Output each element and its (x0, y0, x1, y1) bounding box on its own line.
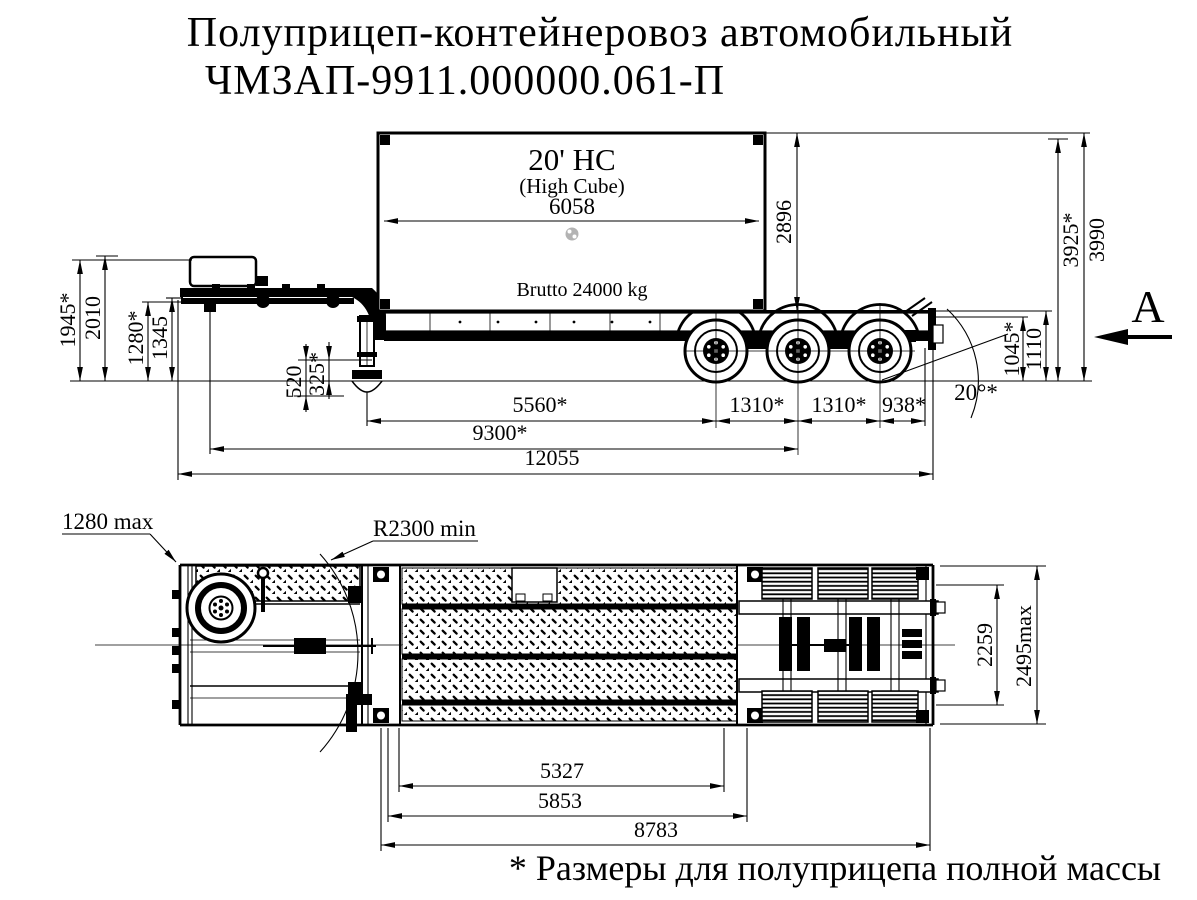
dim-kingpin-bogie-label: 9300* (473, 420, 528, 445)
container-emblem-icon (565, 227, 579, 241)
top-outline (172, 563, 935, 727)
dim-rear-height-label: 1110 (1021, 328, 1046, 370)
dim-saddle-height: 1280* 1345 (123, 297, 182, 381)
dim-overall-height: 3925* 3990 (765, 132, 1109, 381)
dim-container-height: 2896 (767, 133, 814, 312)
view-a-arrow-icon (1094, 329, 1128, 345)
dim-kingpin-bogie: 9300* (209, 312, 798, 454)
title-block: Полуприцеп-контейнеровоз автомобильный Ч… (187, 10, 1013, 104)
dim-deck-1-label: 5327 (540, 758, 584, 783)
neck-curve (310, 288, 386, 340)
dim-rear-height-laden-label: 1045* (999, 322, 1024, 377)
rear-post (928, 308, 936, 350)
container-subtype-label: (High Cube) (519, 174, 625, 198)
landing-gear (351, 315, 383, 393)
side-view: 20' HC (High Cube) 6058 Brutto 24000 kg … (55, 131, 1172, 480)
front-swing-label: 1280 max (62, 509, 154, 534)
gooseneck (180, 255, 386, 340)
top-gooseneck (185, 565, 376, 732)
landing-gear-crank (256, 566, 376, 654)
suspension-top (779, 617, 880, 671)
dim-rear-height: 1045* 1110 (933, 310, 1052, 381)
spare-wheel (185, 572, 257, 644)
dim-axle-spacing-1-label: 1310* (730, 392, 785, 417)
departure-angle-label: 20°* (954, 380, 998, 405)
landing-gear-top (346, 694, 372, 705)
dim-overall-height-label: 3990 (1084, 218, 1109, 262)
dim-overall-length-label: 12055 (525, 445, 580, 470)
container-type-label: 20' HC (528, 142, 615, 177)
dim-overall-width-label: 2495max (1011, 605, 1036, 687)
top-main-deck (373, 565, 763, 725)
dim-deck-3-label: 8783 (634, 817, 678, 842)
dim-front-height: 1945* 2010 (55, 255, 192, 381)
dim-frame-width-label: 2259 (972, 623, 997, 667)
dim-rear-overhang-label: 938* (882, 392, 926, 417)
coupling-plate (182, 298, 354, 304)
dim-overall-length: 12055 (177, 300, 934, 480)
departure-angle: 20°* (881, 308, 1009, 419)
tires-top (761, 567, 919, 723)
container: 20' HC (High Cube) 6058 Brutto 24000 kg (376, 131, 767, 313)
view-a-label: A (1131, 281, 1164, 332)
dim-clearance-label: 520 (281, 366, 306, 399)
dim-saddle-height-label: 1345 (147, 316, 172, 360)
title-line-2: ЧМЗАП-9911.000000.061-П (205, 58, 725, 104)
twist-locks (373, 567, 763, 723)
kingpin (204, 304, 216, 312)
dim-widths: 2259 2495max (936, 565, 1046, 725)
dim-axle-spacing: 5560* 1310* 1310* 938* (366, 348, 926, 426)
dim-clearance: 520 325* (281, 342, 372, 412)
footnote: * Размеры для полуприцепа полной массы (509, 848, 1161, 888)
container-length-label: 6058 (549, 194, 595, 219)
dim-axle-spacing-2-label: 1310* (812, 392, 867, 417)
dim-deck-lengths: 5327 5853 8783 (380, 728, 931, 851)
dim-front-height-label: 2010 (80, 296, 105, 340)
bogie-wheels (676, 303, 920, 455)
dim-wheelbase-label: 5560* (513, 392, 568, 417)
dim-container-height-label: 2896 (771, 200, 796, 244)
landing-gear-foot (352, 370, 382, 379)
top-bogie (738, 567, 946, 723)
view-a-marker: A (1094, 281, 1172, 345)
dim-clearance-laden-label: 325* (304, 352, 329, 396)
dim-overall-height-laden-label: 3925* (1058, 213, 1083, 268)
leader-front-swing: 1280 max (62, 509, 177, 563)
turning-radius-label: R2300 min (373, 516, 476, 541)
turning-radius-arc (319, 553, 359, 753)
dim-deck-2-label: 5853 (538, 788, 582, 813)
front-toolbox (188, 255, 258, 288)
container-gross-label: Brutto 24000 kg (516, 279, 647, 301)
top-view: 1280 max R2300 min 2259 2495max 5327 (62, 509, 1046, 851)
leader-turning-radius: R2300 min (330, 516, 478, 561)
title-line-1: Полуприцеп-контейнеровоз автомобильный (187, 10, 1013, 56)
dim-saddle-height-laden-label: 1280* (123, 311, 148, 366)
dim-front-height-laden-label: 1945* (55, 293, 80, 348)
deck-hatch (511, 567, 558, 603)
